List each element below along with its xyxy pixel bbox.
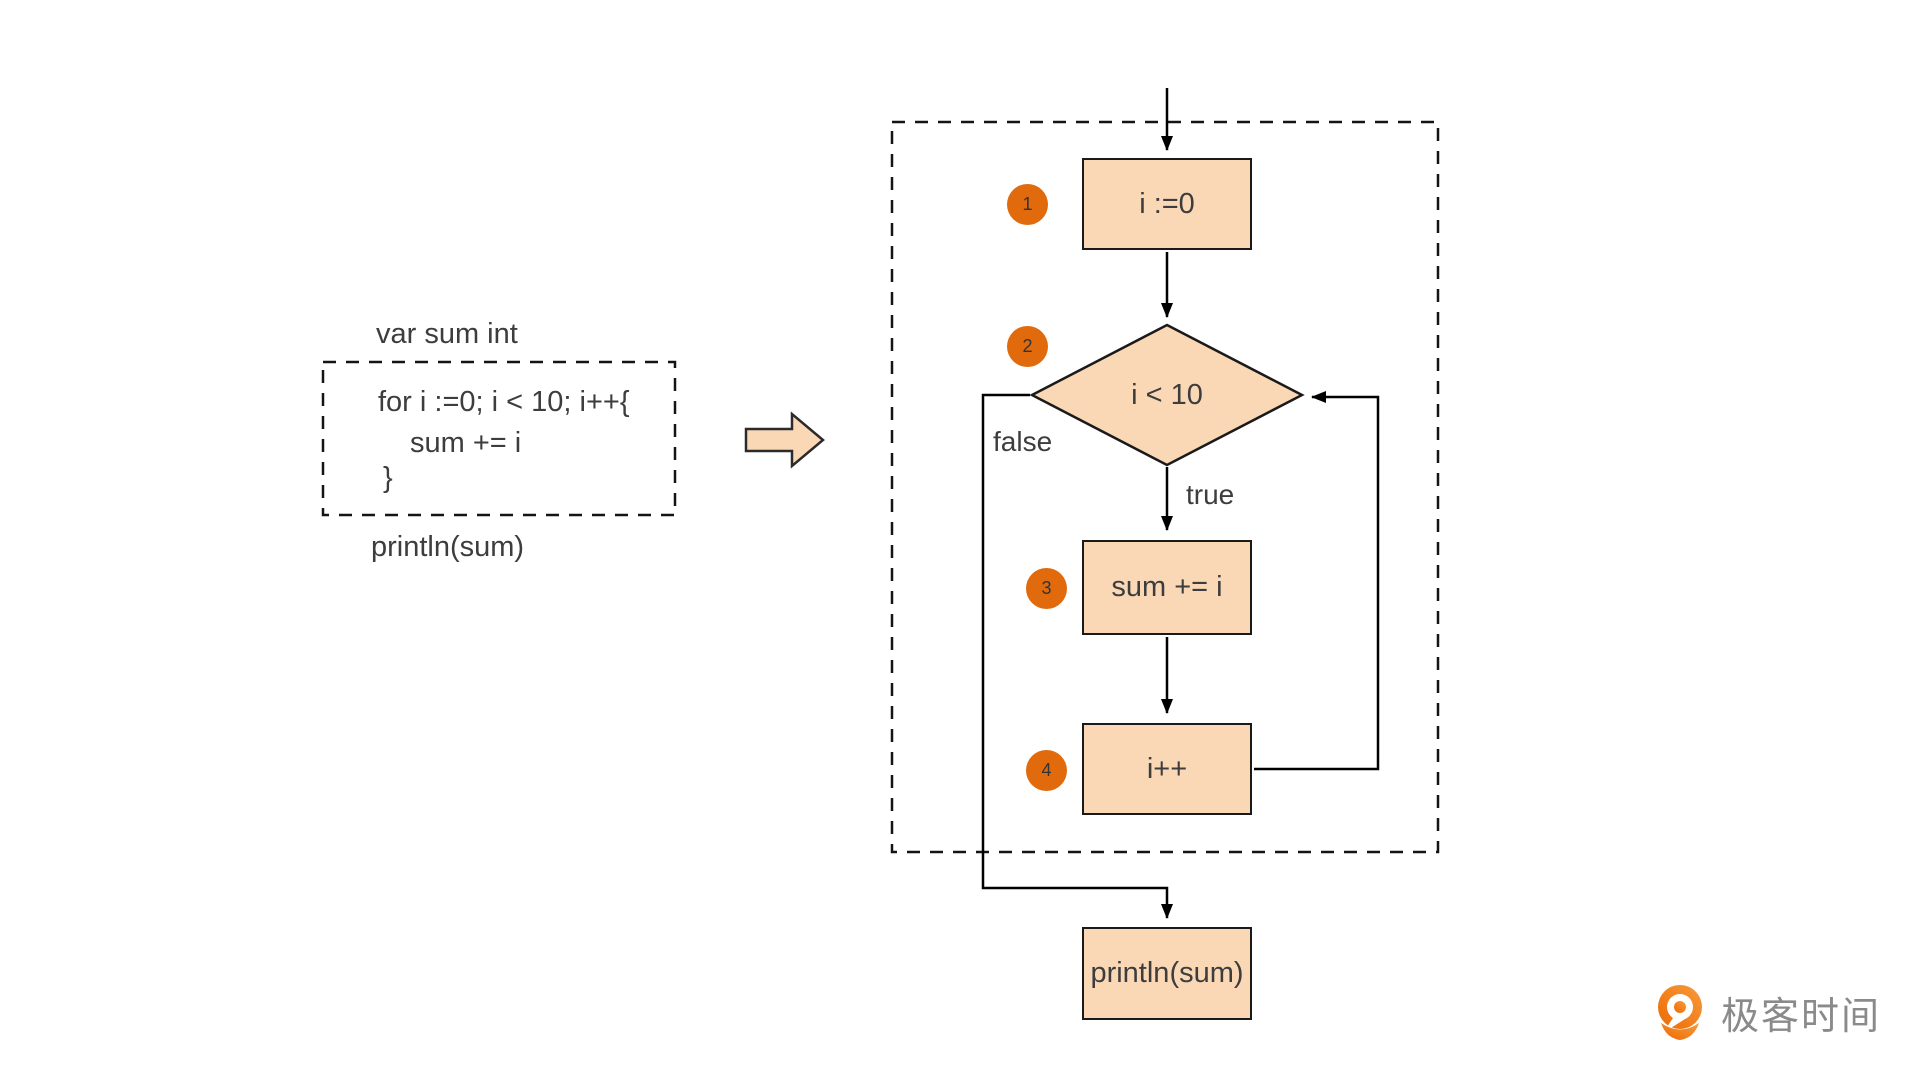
brand-logo: 极客时间 xyxy=(1652,982,1881,1042)
true-branch-label: true xyxy=(1186,479,1235,510)
code-loop-body: sum += i xyxy=(410,427,522,459)
flow-node-body: sum += i xyxy=(1082,540,1252,635)
step-badge-3: 3 xyxy=(1026,568,1067,609)
brand-logo-text: 极客时间 xyxy=(1721,995,1882,1038)
false-branch-arrow xyxy=(981,393,1173,919)
code-loop-close: } xyxy=(383,462,393,494)
code-loop-header: for i :=0; i < 10; i++{ xyxy=(378,386,630,418)
flow-node-init: i :=0 xyxy=(1082,158,1252,250)
code-declaration: var sum int xyxy=(376,318,518,350)
code-print-call: println(sum) xyxy=(371,531,525,563)
flow-node-exit: println(sum) xyxy=(1082,927,1252,1020)
step-badge-2: 2 xyxy=(1007,326,1048,367)
transform-arrow-icon xyxy=(744,411,825,469)
loop-scope-dashed-box xyxy=(890,120,1440,854)
false-branch-label: false xyxy=(993,426,1053,457)
step-badge-1: 1 xyxy=(1007,184,1048,225)
step-badge-4: 4 xyxy=(1026,750,1067,791)
flow-node-increment: i++ xyxy=(1082,723,1252,815)
loop-back-arrow xyxy=(1254,391,1380,771)
condition-diamond xyxy=(1029,323,1305,467)
geektime-logo-icon xyxy=(1658,985,1702,1040)
flow-node-condition-label: i < 10 xyxy=(1131,378,1203,411)
